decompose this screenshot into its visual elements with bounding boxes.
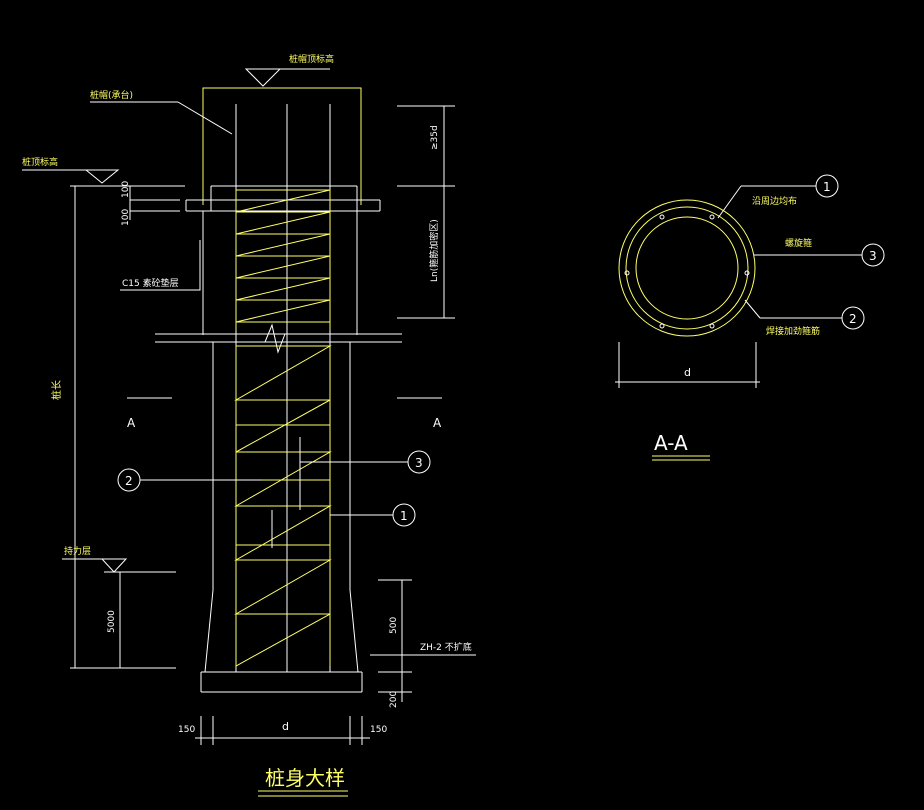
pile-length-label: 桩长 bbox=[50, 380, 63, 400]
section-rebars bbox=[624, 214, 750, 329]
svg-text:1: 1 bbox=[400, 509, 408, 523]
dim-500: 500 bbox=[389, 617, 399, 634]
pile-top-elevation-label: 桩顶标高 bbox=[22, 156, 58, 168]
callout-3: 3 bbox=[300, 450, 431, 474]
svg-text:1: 1 bbox=[823, 180, 831, 194]
stiffener-label: 焊接加劲箍筋 bbox=[766, 325, 820, 337]
pile-top-elevation-triangle bbox=[84, 169, 120, 184]
top-elevation-triangle bbox=[244, 68, 282, 87]
spiral-stirrups-dense bbox=[235, 189, 331, 323]
dim-100-upper: 100 bbox=[121, 181, 131, 198]
svg-text:3: 3 bbox=[869, 249, 877, 263]
spiral-label: 螺旋箍 bbox=[785, 237, 812, 249]
ring-rebar-label: 沿周边均布 bbox=[752, 195, 797, 207]
section-mark-left: A bbox=[127, 416, 136, 430]
section-mark-right: A bbox=[433, 416, 442, 430]
section-outer-circle bbox=[618, 199, 756, 337]
section-title: A-A bbox=[654, 431, 688, 455]
drawing-title: 桩身大样 bbox=[265, 766, 345, 790]
dim-200: 200 bbox=[389, 691, 399, 708]
anchor-length-label: ≥35d bbox=[430, 125, 440, 150]
section-callout-2: 2 bbox=[744, 299, 865, 330]
zh2-label: ZH-2 不扩底 bbox=[420, 641, 472, 653]
dim-150-left: 150 bbox=[178, 725, 195, 735]
dim-150-right: 150 bbox=[370, 725, 387, 735]
dim-5000: 5000 bbox=[107, 610, 117, 633]
callout-1: 1 bbox=[330, 503, 416, 527]
dim-d-section: d bbox=[684, 366, 691, 379]
callout-2: 2 bbox=[117, 468, 262, 492]
svg-text:3: 3 bbox=[415, 456, 423, 470]
c15-layer-label: C15 素砼垫层 bbox=[122, 277, 179, 289]
spiral-stirrups-lower bbox=[234, 345, 332, 667]
pile-cap-outline bbox=[202, 87, 362, 205]
dim-100-lower: 100 bbox=[121, 209, 131, 226]
section-callout-1: 1 bbox=[717, 174, 839, 219]
pile-cap-label: 桩帽(承台) bbox=[90, 89, 133, 101]
section-aa: 1 沿周边均布 3 螺旋箍 2 焊接加劲箍筋 d A-A bbox=[615, 174, 885, 461]
dim-d-main: d bbox=[282, 720, 289, 733]
svg-text:2: 2 bbox=[125, 474, 133, 488]
section-callout-3: 3 bbox=[754, 243, 885, 267]
bearing-layer-triangle bbox=[100, 558, 128, 573]
pile-elevation: 桩帽顶标高 桩帽(承台) 桩顶标高 100 100 bbox=[22, 53, 476, 797]
bearing-layer-label: 持力层 bbox=[64, 545, 91, 557]
top-elevation-label: 桩帽顶标高 bbox=[289, 53, 334, 65]
break-symbol bbox=[264, 323, 286, 354]
ln-label: Ln(箍筋加密区) bbox=[428, 219, 440, 282]
svg-text:2: 2 bbox=[849, 312, 857, 326]
